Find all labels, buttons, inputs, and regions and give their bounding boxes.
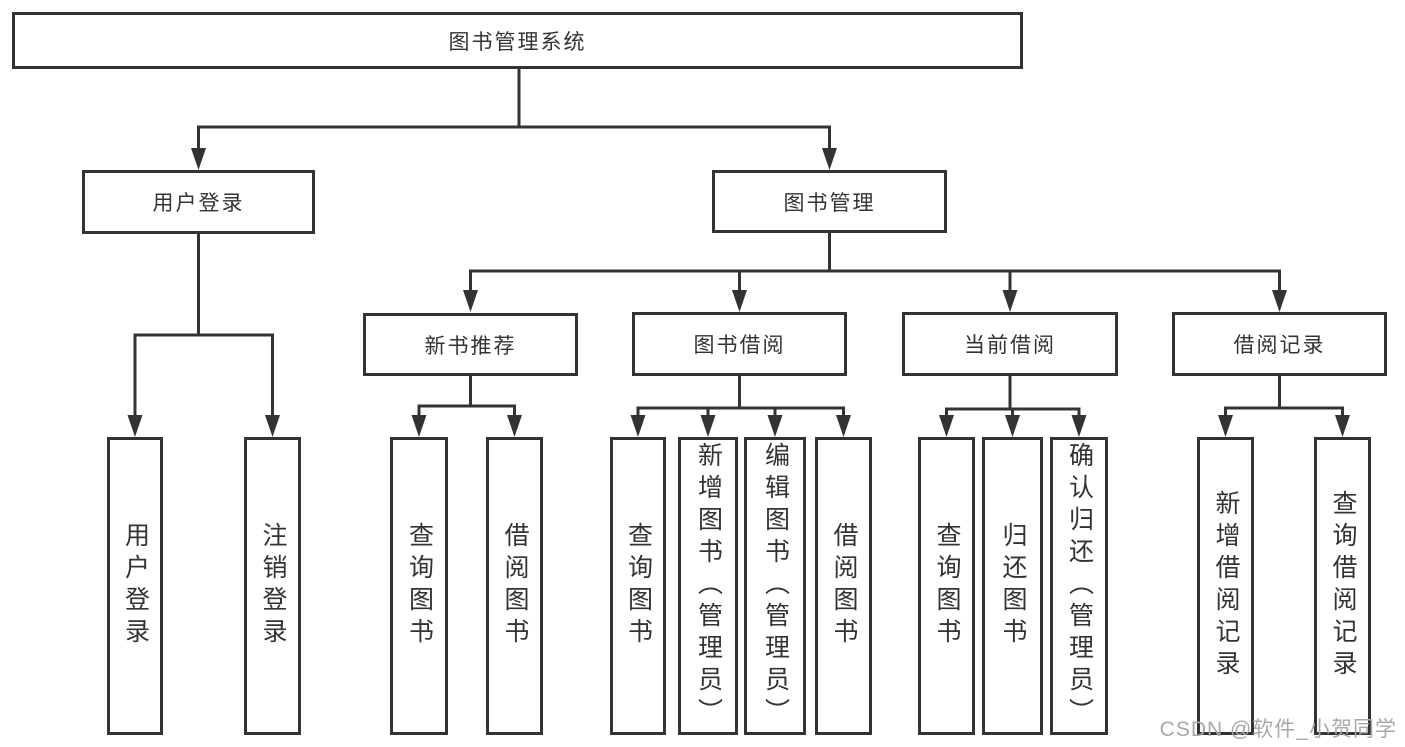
node-borrowing-records: 借阅记录: [1172, 312, 1387, 376]
node-leaf-return-book: 归还图书: [982, 437, 1043, 735]
node-leaf-query-book-recommend: 查询图书: [390, 437, 448, 735]
arrowheads: [127, 148, 1350, 437]
node-leaf-add-borrow-record: 新增借阅记录: [1197, 437, 1254, 735]
leaf-label: 新增借阅记录: [1212, 490, 1240, 682]
node-new-book-recommend: 新书推荐: [363, 313, 578, 376]
node-leaf-edit-book-admin: 编辑图书（管理员）: [744, 437, 806, 735]
leaf-label: 用户登录: [121, 522, 150, 650]
node-leaf-user-login: 用户登录: [107, 437, 163, 735]
leaf-label: 借阅图书: [501, 522, 529, 650]
node-leaf-query-book-borrowing: 查询图书: [610, 437, 666, 735]
node-leaf-borrow-book-recommend: 借阅图书: [486, 437, 543, 735]
node-root-system: 图书管理系统: [12, 12, 1023, 69]
leaf-label: 新增图书（管理员）: [694, 442, 723, 730]
leaf-label: 确认归还（管理员）: [1065, 442, 1094, 730]
leaf-label: 查询图书: [933, 522, 961, 650]
node-book-borrowing: 图书借阅: [632, 312, 847, 376]
node-leaf-confirm-return-admin: 确认归还（管理员）: [1050, 437, 1108, 735]
leaf-label: 注销登录: [259, 522, 287, 650]
node-leaf-borrow-book: 借阅图书: [815, 437, 872, 735]
node-user-login-branch: 用户登录: [82, 170, 315, 234]
leaf-label: 查询借阅记录: [1329, 490, 1357, 682]
leaf-label: 借阅图书: [830, 522, 858, 650]
node-leaf-add-book-admin: 新增图书（管理员）: [678, 437, 738, 735]
node-leaf-logout: 注销登录: [244, 437, 301, 735]
leaf-label: 查询图书: [405, 522, 434, 650]
leaf-label: 归还图书: [999, 522, 1027, 650]
leaf-label: 查询图书: [624, 522, 653, 650]
node-leaf-query-current-borrowing: 查询图书: [918, 437, 975, 735]
node-current-borrowing: 当前借阅: [902, 312, 1118, 376]
leaf-label: 编辑图书（管理员）: [761, 442, 790, 730]
csdn-watermark: CSDN @软件_小贺同学: [1159, 718, 1397, 741]
node-leaf-query-borrow-record: 查询借阅记录: [1314, 437, 1371, 735]
node-book-management-branch: 图书管理: [712, 170, 947, 233]
